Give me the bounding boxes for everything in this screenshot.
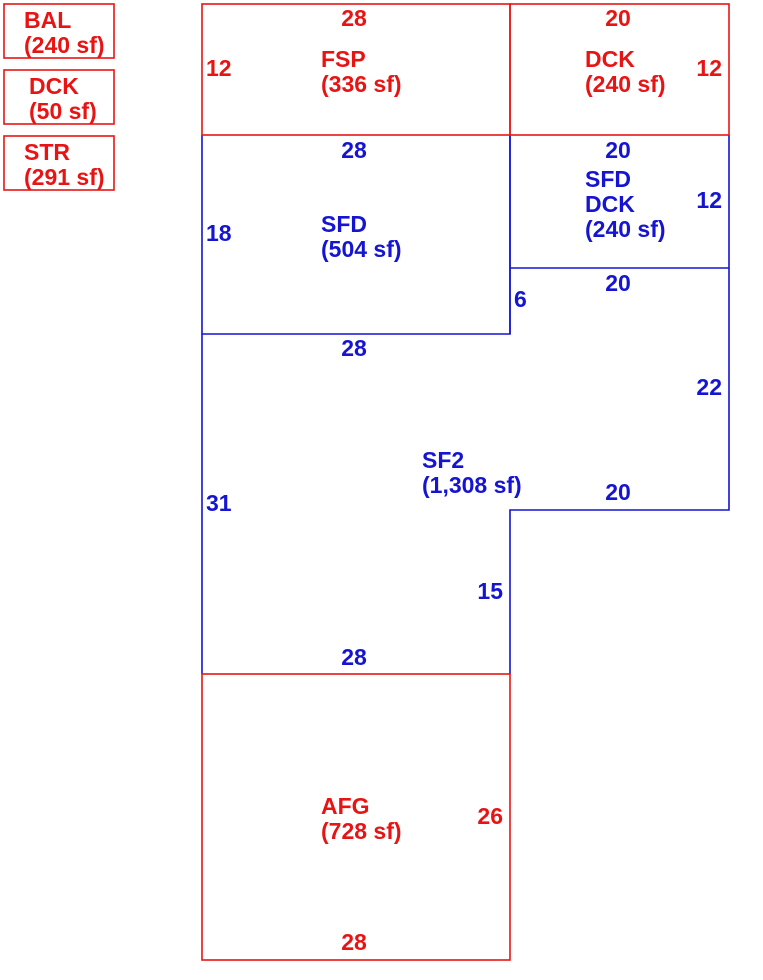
afg-code: AFG bbox=[321, 793, 370, 819]
area-afg: AFG (728 sf) 26 28 bbox=[321, 793, 503, 955]
red-outlines bbox=[201, 3, 730, 961]
legend-str-code: STR bbox=[24, 139, 70, 165]
sfd-code: SFD bbox=[321, 211, 367, 237]
legend-str-box bbox=[3, 135, 115, 191]
sf2-dim-inner-right: 15 bbox=[477, 578, 503, 604]
legend-dck-area: (50 sf) bbox=[29, 98, 97, 124]
dck-dim-right: 12 bbox=[696, 55, 722, 81]
area-sfd-dck: 20 12 SFD DCK (240 sf) bbox=[585, 137, 722, 242]
legend-str-area: (291 sf) bbox=[24, 164, 105, 190]
sfd-dck-line2: DCK bbox=[585, 191, 635, 217]
legend-bal: BAL (240 sf) bbox=[3, 3, 115, 59]
sf2-code: SF2 bbox=[422, 447, 464, 473]
fsp-area: (336 sf) bbox=[321, 71, 402, 97]
legend-dck-box bbox=[3, 69, 115, 125]
sf2-dim-step: 20 bbox=[605, 479, 631, 505]
sf2-dim-bottom: 28 bbox=[341, 644, 367, 670]
afg-dim-right: 26 bbox=[477, 803, 503, 829]
afg-outline bbox=[201, 673, 511, 961]
area-dck-top: 20 12 DCK (240 sf) bbox=[585, 5, 722, 97]
legend-str: STR (291 sf) bbox=[3, 135, 115, 191]
area-sf2: 28 6 20 22 20 31 15 28 SF2 (1,308 sf) bbox=[206, 270, 722, 670]
legend-bal-box bbox=[3, 3, 115, 59]
sfd-dck-area: (240 sf) bbox=[585, 216, 666, 242]
legend-bal-code: BAL bbox=[24, 7, 71, 33]
sf2-dim-notch-left: 6 bbox=[514, 286, 527, 312]
dck-code: DCK bbox=[585, 46, 635, 72]
sfd-dim-left: 18 bbox=[206, 220, 232, 246]
dck-dim-top: 20 bbox=[605, 5, 631, 31]
sfd-dck-dim-top: 20 bbox=[605, 137, 631, 163]
sf2-dim-right: 22 bbox=[696, 374, 722, 400]
fsp-dim-left: 12 bbox=[206, 55, 232, 81]
legend-dck: DCK (50 sf) bbox=[3, 69, 115, 125]
blue-outlines bbox=[201, 135, 730, 674]
afg-dim-bottom: 28 bbox=[341, 929, 367, 955]
sfd-dck-line1: SFD bbox=[585, 166, 631, 192]
fsp-code: FSP bbox=[321, 46, 366, 72]
sfd-dim-top: 28 bbox=[341, 137, 367, 163]
legend-dck-code: DCK bbox=[29, 73, 79, 99]
sf2-area: (1,308 sf) bbox=[422, 472, 522, 498]
fsp-dim-top: 28 bbox=[341, 5, 367, 31]
sf2-dim-left: 31 bbox=[206, 490, 232, 516]
dck-area: (240 sf) bbox=[585, 71, 666, 97]
sfd-dck-dim-right: 12 bbox=[696, 187, 722, 213]
area-sfd: 28 18 SFD (504 sf) bbox=[206, 137, 402, 262]
sf2-outline bbox=[201, 268, 730, 674]
sfd-dck-outline bbox=[509, 135, 730, 269]
area-fsp: 28 12 FSP (336 sf) bbox=[206, 5, 402, 97]
dck-top-outline bbox=[509, 3, 730, 136]
sf2-dim-top-right: 20 bbox=[605, 270, 631, 296]
legend-bal-area: (240 sf) bbox=[24, 32, 105, 58]
sfd-area: (504 sf) bbox=[321, 236, 402, 262]
sf2-dim-top-left: 28 bbox=[341, 335, 367, 361]
afg-area: (728 sf) bbox=[321, 818, 402, 844]
